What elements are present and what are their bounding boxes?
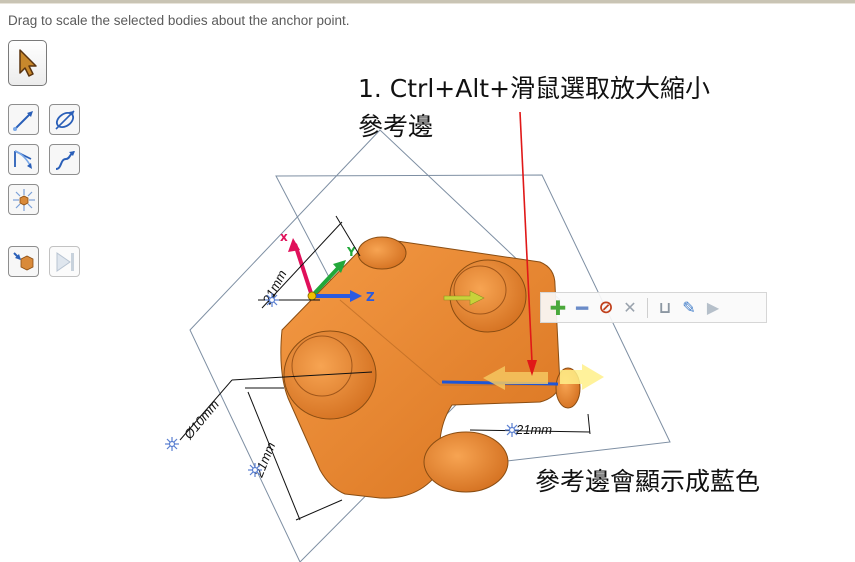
- axis-x-label: x: [280, 230, 288, 244]
- select-arrow-icon: [18, 49, 37, 77]
- scaled-body[interactable]: [280, 236, 581, 499]
- annotation-blue-edge-note: 參考邊會顯示成藍色: [535, 467, 761, 496]
- complete-icon: [56, 251, 74, 272]
- anchor-point-icon[interactable]: [165, 293, 519, 477]
- scale-two-point-button[interactable]: [8, 144, 39, 175]
- anchor-button[interactable]: [8, 184, 39, 215]
- scale-curve-icon: [55, 150, 75, 170]
- minus-icon[interactable]: ━: [575, 295, 589, 320]
- axis-y-label: Y: [346, 245, 356, 259]
- scale-line-button[interactable]: [8, 104, 39, 135]
- complete-button[interactable]: [49, 246, 80, 277]
- drag-arrow[interactable]: [443, 290, 485, 306]
- annotation-reference-edge: 參考邊: [358, 112, 434, 141]
- axis-triad[interactable]: [288, 238, 362, 302]
- mini-toolbar-divider: [647, 297, 648, 318]
- next-icon[interactable]: ▶: [706, 298, 720, 317]
- scale-line-icon: [12, 110, 33, 131]
- pick-icon[interactable]: ✎: [682, 298, 696, 317]
- axis-z-label: Z: [366, 290, 375, 304]
- pattern-button[interactable]: [8, 246, 39, 277]
- cancel-icon[interactable]: ⊘: [598, 297, 614, 318]
- dimension-lines: [179, 215, 591, 521]
- top-divider: [0, 0, 855, 4]
- scale-curve-button[interactable]: [49, 144, 80, 175]
- select-tool-button[interactable]: [8, 40, 47, 86]
- dimension-label-4[interactable]: 21mm: [515, 422, 552, 437]
- anchor-icon: [12, 188, 35, 211]
- callout-arrow: [519, 111, 537, 376]
- status-hint: Drag to scale the selected bodies about …: [8, 13, 350, 28]
- mini-toolbar: ✚ ━ ⊘ ✕ ⊔ ✎ ▶: [540, 292, 767, 323]
- dimension-label-2[interactable]: Ø10mm: [180, 397, 222, 443]
- scale-axis-icon: [54, 109, 75, 130]
- pattern-icon: [12, 251, 33, 270]
- plus-icon[interactable]: ✚: [549, 295, 567, 320]
- scale-axis-button[interactable]: [49, 104, 80, 135]
- ruler-icon[interactable]: ⊔: [658, 298, 672, 317]
- pin-icon[interactable]: ✕: [623, 298, 637, 317]
- annotation-instruction: 1. Ctrl+Alt+滑鼠選取放大縮小: [358, 74, 711, 103]
- scale-two-point-icon: [13, 149, 32, 169]
